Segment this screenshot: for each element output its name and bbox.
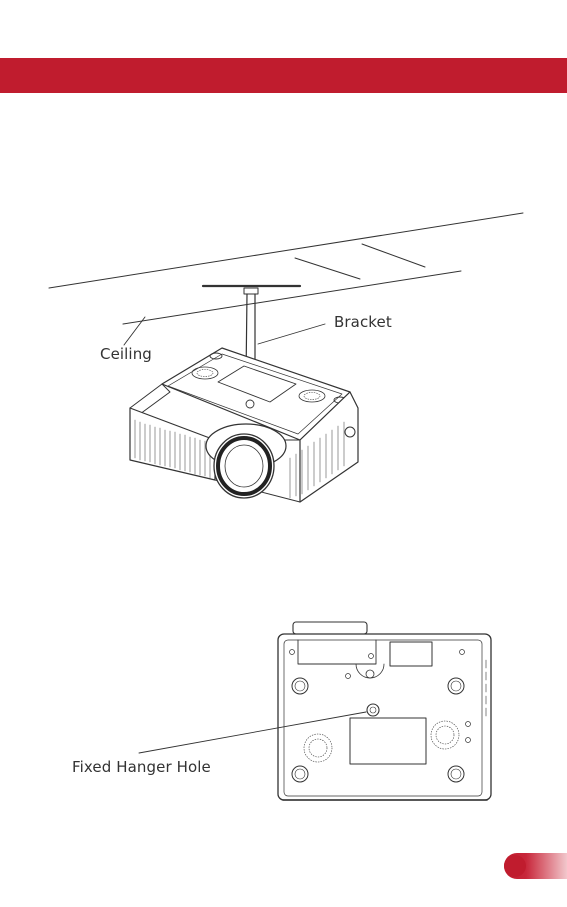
fixed-hanger-hole-label: Fixed Hanger Hole	[72, 758, 211, 776]
page-tab-dot	[504, 855, 526, 877]
bracket-label: Bracket	[334, 313, 392, 331]
ceiling-label: Ceiling	[100, 345, 152, 363]
projector-underside	[278, 634, 491, 800]
